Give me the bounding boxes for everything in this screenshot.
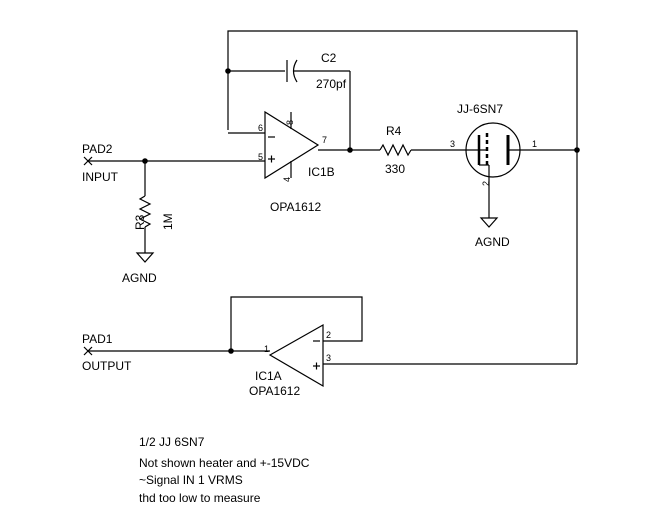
junction-output	[228, 348, 234, 354]
ic1b-pin-out: 7	[322, 135, 327, 145]
ic1a-part-label: OPA1612	[249, 384, 300, 398]
r3-value-label: 1M	[161, 213, 175, 230]
note-line-4: thd too low to measure	[139, 491, 261, 505]
junction-c2-left	[225, 68, 231, 74]
ic1b-pin-neg: 6	[258, 123, 263, 133]
c2-ref-label: C2	[321, 51, 337, 65]
junction-ic1b-out	[347, 147, 353, 153]
ic1b-pin-pos: 5	[258, 152, 263, 162]
ic1b-ref-label: IC1B	[308, 165, 335, 179]
r4-value-label: 330	[385, 162, 405, 176]
top-feedback-wire	[227, 30, 578, 150]
ic1a-pin-out: 1	[264, 344, 269, 354]
ground-symbol-r3	[135, 252, 155, 263]
ic1b-pin-vplus: 8	[285, 120, 295, 125]
pad2-signal: INPUT	[82, 170, 119, 184]
tube-pin-cathode: 2	[481, 181, 491, 186]
c2-value-label: 270pf	[316, 77, 347, 91]
note-line-1: 1/2 JJ 6SN7	[139, 435, 205, 449]
ic1a-ref-label: IC1A	[255, 369, 282, 383]
pad2-name: PAD2	[82, 142, 113, 156]
resistor-r3	[138, 195, 152, 228]
r4-ref-label: R4	[386, 124, 402, 138]
ic1a-pin-neg: 2	[326, 330, 331, 340]
ic1a-pin-pos: 3	[326, 353, 331, 363]
ic1b-pin-vminus: 4	[282, 177, 292, 182]
opamp-ic1b	[264, 110, 320, 180]
r3-ground-label: AGND	[122, 271, 157, 285]
pad1-name: PAD1	[82, 332, 113, 346]
tube-pin-grid: 3	[450, 139, 455, 149]
resistor-r4	[379, 143, 412, 157]
vacuum-tube-jj6sn7	[465, 122, 577, 200]
capacitor-c2	[228, 59, 351, 150]
tube-ground-label: AGND	[475, 235, 510, 249]
ground-symbol-tube	[479, 200, 499, 228]
ic1a-feedback-wire	[230, 296, 363, 351]
opamp-ic1a	[268, 323, 324, 388]
tube-ref-label: JJ-6SN7	[457, 102, 503, 116]
pad1-signal: OUTPUT	[82, 359, 132, 373]
note-line-2: Not shown heater and +-15VDC	[139, 456, 310, 470]
r3-ref-label: R3	[133, 214, 147, 230]
ic1b-part-label: OPA1612	[270, 200, 321, 214]
tube-pin-plate: 1	[532, 139, 537, 149]
note-line-3: ~Signal IN 1 VRMS	[139, 473, 243, 487]
